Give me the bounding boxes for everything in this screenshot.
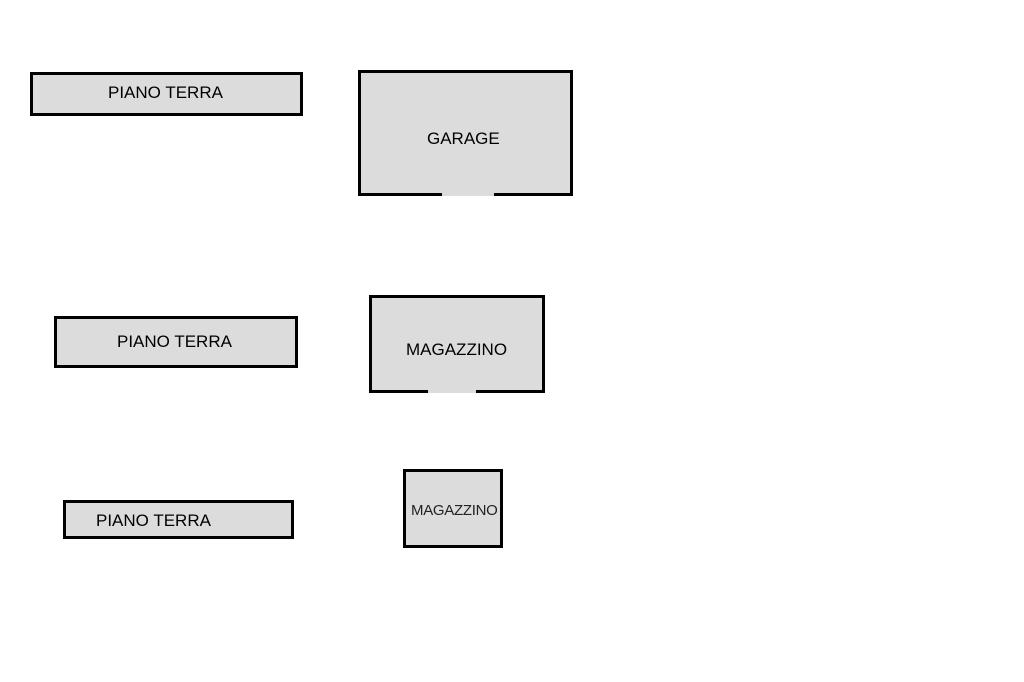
room-label: PIANO TERRA bbox=[96, 511, 211, 530]
room-piano-terra-1: PIANO TERRA bbox=[30, 72, 303, 116]
room-label: GARAGE bbox=[427, 129, 500, 148]
room-label: MAGAZZINO bbox=[411, 502, 498, 519]
room-label: PIANO TERRA bbox=[117, 332, 232, 351]
room-piano-terra-3: PIANO TERRA bbox=[63, 500, 294, 539]
room-label: MAGAZZINO bbox=[406, 340, 508, 359]
room-magazzino-2: MAGAZZINO bbox=[403, 469, 503, 548]
door-opening bbox=[442, 192, 494, 196]
door-opening bbox=[428, 389, 476, 393]
room-piano-terra-2: PIANO TERRA bbox=[54, 316, 298, 368]
door-opening bbox=[437, 544, 463, 545]
room-magazzino-1: MAGAZZINO bbox=[369, 295, 545, 393]
room-label: PIANO TERRA bbox=[108, 83, 223, 102]
room-garage: GARAGE bbox=[358, 70, 573, 196]
